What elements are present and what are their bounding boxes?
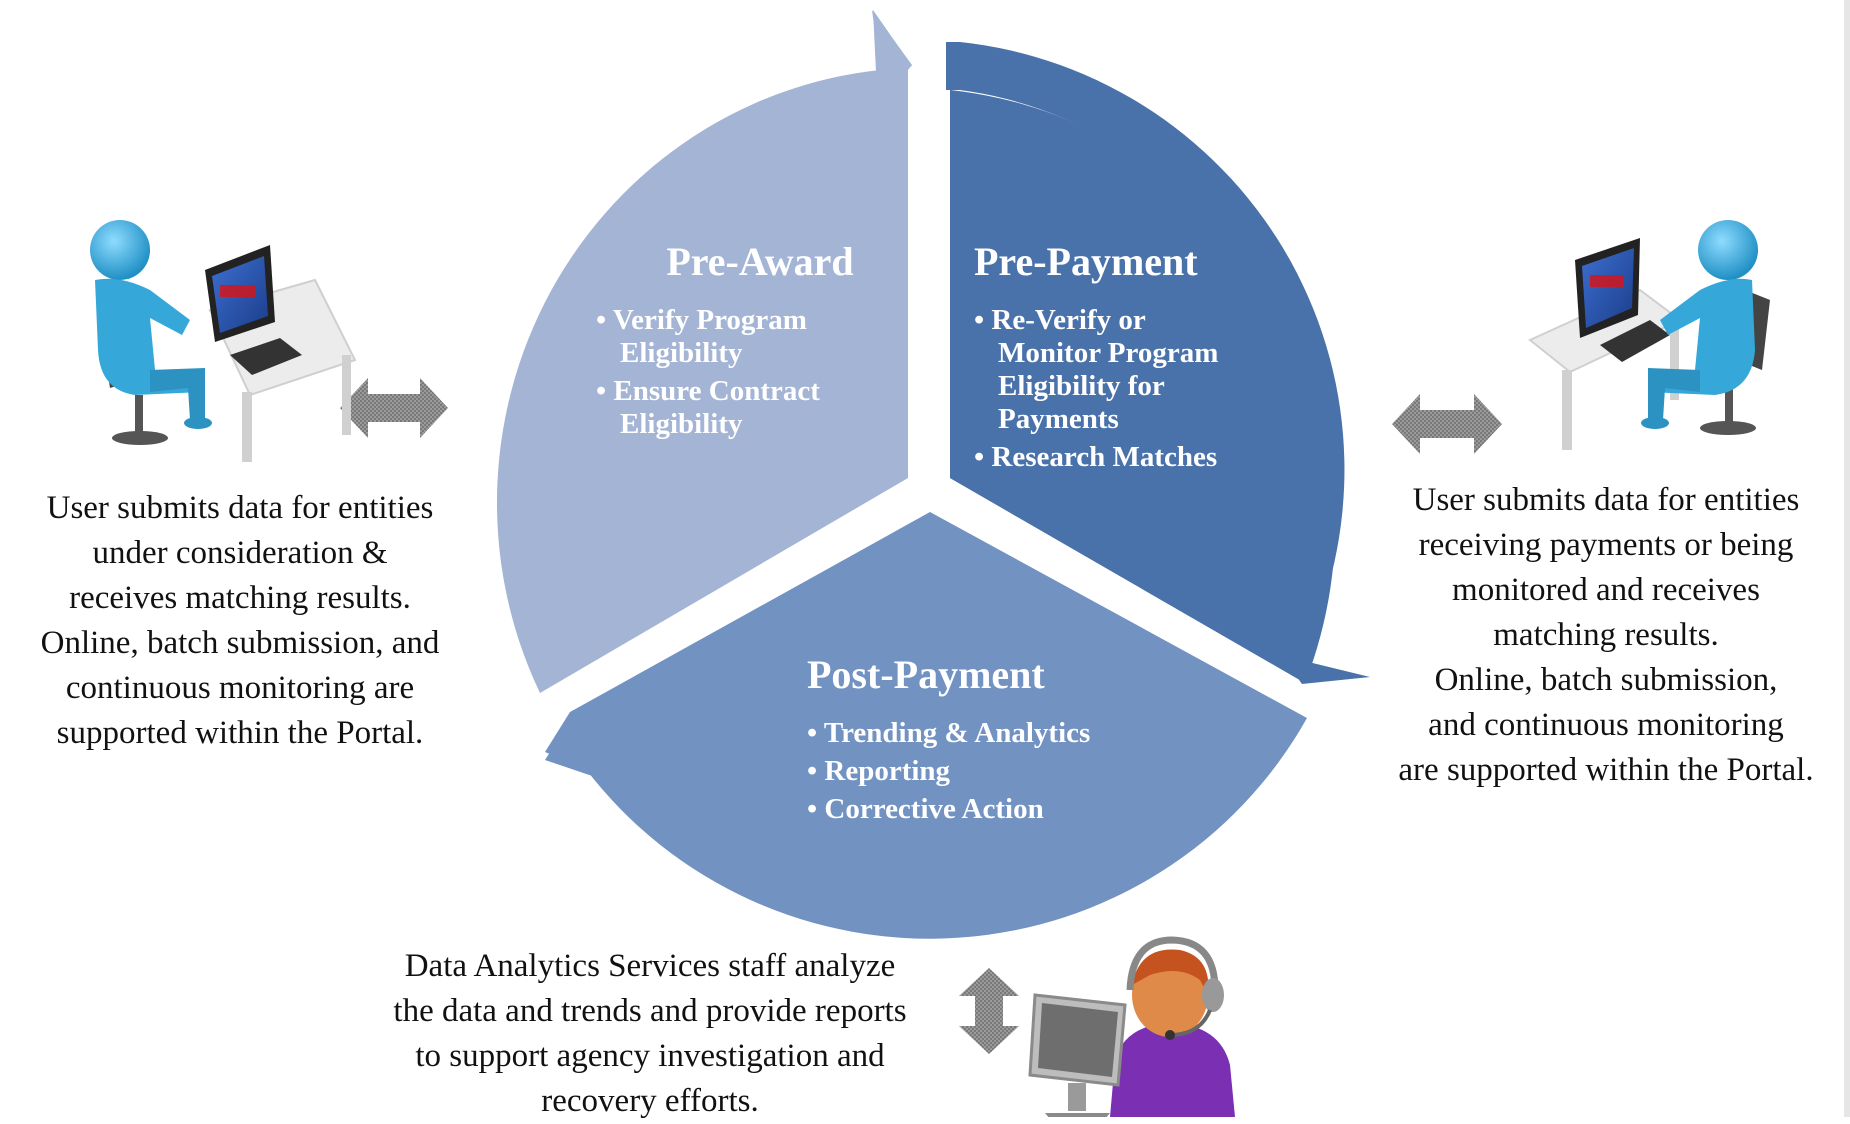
caption-line: the data and trends and provide reports — [393, 993, 907, 1029]
pre-payment-bullet-line: Eligibility for — [998, 370, 1165, 402]
caption-line: to support agency investigation and — [415, 1038, 885, 1074]
caption-line: supported within the Portal. — [56, 715, 424, 751]
left-caption: User submits data for entities under con… — [0, 486, 480, 756]
caption-line: Online, batch submission, and — [40, 625, 440, 661]
caption-line: recovery efforts. — [541, 1083, 759, 1119]
caption-line: are supported within the Portal. — [1398, 752, 1814, 788]
caption-line: and continuous monitoring — [1428, 707, 1784, 743]
post-payment-bullet-line: • Corrective Action — [807, 793, 1044, 825]
caption-line: receiving payments or being — [1418, 527, 1794, 563]
pre-payment-bullet-line: Monitor Program — [998, 337, 1218, 369]
segment-pre-award — [496, 10, 912, 693]
post-payment-bullet-line: • Reporting — [807, 755, 951, 787]
pre-payment-bullet-line: • Research Matches — [974, 441, 1217, 473]
pre-payment-title: Pre-Payment — [974, 239, 1198, 284]
caption-line: Online, batch submission, — [1434, 662, 1778, 698]
caption-line: Data Analytics Services staff analyze — [404, 948, 896, 984]
pre-award-bullet-line: • Verify Program — [596, 304, 807, 336]
caption-line: continuous monitoring are — [65, 670, 415, 706]
post-payment-label-group: Post-Payment • Trending & Analytics • Rep… — [807, 652, 1090, 825]
caption-line: under consideration & — [92, 535, 388, 571]
right-double-arrow-icon — [1392, 394, 1502, 454]
caption-line: receives matching results. — [69, 580, 411, 616]
analyst-headset-icon — [1028, 936, 1235, 1117]
user-at-computer-icon — [90, 220, 357, 462]
segment-pre-payment — [946, 42, 1370, 684]
pre-award-bullet-line: • Ensure Contract — [596, 375, 820, 407]
pre-award-bullet-line: Eligibility — [620, 408, 743, 440]
segment-post-payment — [545, 512, 1307, 939]
user-at-computer-icon — [1528, 220, 1770, 450]
pre-payment-bullet-line: • Re-Verify or — [974, 304, 1146, 336]
post-payment-title: Post-Payment — [807, 652, 1045, 697]
caption-line: User submits data for entities — [46, 490, 434, 526]
page-edge-divider — [1844, 0, 1850, 1117]
pre-award-bullet-line: Eligibility — [620, 337, 743, 369]
bottom-caption: Data Analytics Services staff analyze th… — [340, 944, 960, 1124]
pre-award-title: Pre-Award — [666, 239, 853, 284]
right-caption: User submits data for entities receiving… — [1366, 478, 1846, 793]
caption-line: monitored and receives — [1452, 572, 1760, 608]
left-double-arrow-icon — [340, 378, 448, 438]
vertical-double-arrow-icon — [959, 968, 1019, 1054]
post-payment-bullet-line: • Trending & Analytics — [807, 717, 1090, 749]
caption-line: matching results. — [1493, 617, 1719, 653]
caption-line: User submits data for entities — [1412, 482, 1800, 518]
post-payment-bullets: • Trending & Analytics • Reporting • Corre… — [807, 717, 1090, 825]
pre-payment-bullet-line: Payments — [998, 403, 1119, 435]
